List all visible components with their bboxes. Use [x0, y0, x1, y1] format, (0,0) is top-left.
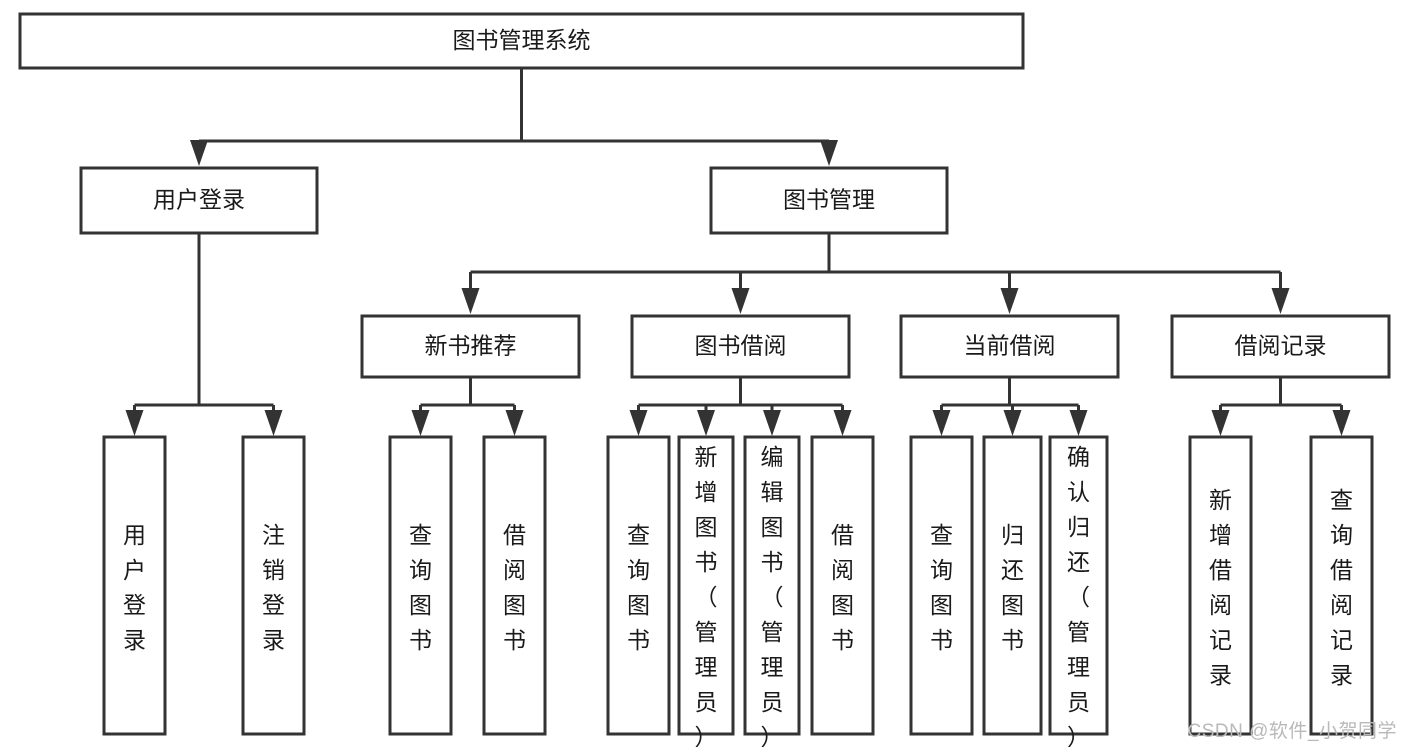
node-leaf-add-book-box — [677, 435, 735, 736]
node-leaf-query-record-label: 查询借阅记录 — [1330, 487, 1353, 688]
node-leaf-return-book-box — [982, 435, 1043, 736]
node-user-login-label: 用户登录 — [153, 187, 245, 213]
node-root-root-box — [18, 12, 1025, 70]
node-leaf-query-book-2-label: 查询图书 — [627, 522, 650, 653]
watermark-text: CSDN @软件_小贺同学 — [1187, 721, 1397, 742]
node-current-borrow[interactable]: 当前借阅 — [899, 314, 1120, 379]
arrow-head-icon — [505, 410, 524, 436]
node-leaf-borrow-book-2[interactable]: 借阅图书 — [810, 435, 875, 736]
arrow-head-icon — [763, 410, 781, 436]
arrow-head-icon — [833, 410, 852, 436]
node-leaf-add-book[interactable]: 新增图书（管理员） — [677, 435, 735, 747]
node-layer: 图书管理系统用户登录图书管理新书推荐图书借阅当前借阅借阅记录用户登录注销登录查询… — [18, 12, 1391, 747]
node-book-manage-box — [709, 166, 949, 235]
arrow-head-icon — [697, 410, 715, 436]
arrow-head-icon — [1211, 410, 1230, 436]
node-new-book-rec-box — [360, 314, 581, 379]
node-root-root[interactable]: 图书管理系统 — [18, 12, 1025, 70]
arrow-head-icon — [1003, 410, 1022, 436]
node-root-root-label: 图书管理系统 — [453, 27, 591, 53]
connector-layer — [125, 68, 1351, 436]
arrow-head-icon — [1271, 288, 1290, 314]
node-leaf-edit-book-box — [743, 435, 801, 736]
node-book-borrow-label: 图书借阅 — [695, 333, 787, 359]
arrow-head-icon — [1069, 410, 1088, 436]
node-leaf-borrow-book-2-label: 借阅图书 — [831, 522, 854, 653]
node-new-book-rec-label: 新书推荐 — [425, 333, 517, 359]
arrow-head-icon — [629, 410, 648, 436]
arrow-head-icon — [411, 410, 430, 436]
node-leaf-borrow-book-2-box — [810, 435, 875, 736]
node-leaf-query-book-1-label: 查询图书 — [409, 522, 432, 653]
node-leaf-borrow-book-1-label: 借阅图书 — [503, 522, 526, 653]
node-current-borrow-label: 当前借阅 — [964, 333, 1056, 359]
node-leaf-query-book-2[interactable]: 查询图书 — [606, 435, 671, 736]
node-leaf-query-book-2-box — [606, 435, 671, 736]
node-user-login-box — [79, 166, 319, 235]
node-leaf-return-book[interactable]: 归还图书 — [982, 435, 1043, 736]
arrow-head-icon — [731, 288, 750, 314]
arrow-head-icon — [461, 288, 480, 314]
node-current-borrow-box — [899, 314, 1120, 379]
node-book-manage-label: 图书管理 — [783, 187, 875, 213]
node-leaf-logout-box — [241, 435, 306, 736]
node-leaf-query-book-1-box — [388, 435, 453, 736]
node-leaf-query-book-3[interactable]: 查询图书 — [909, 435, 974, 736]
node-leaf-borrow-book-1[interactable]: 借阅图书 — [482, 435, 547, 736]
node-leaf-edit-book[interactable]: 编辑图书（管理员） — [743, 435, 801, 747]
node-book-borrow[interactable]: 图书借阅 — [630, 314, 851, 379]
node-leaf-query-record[interactable]: 查询借阅记录 — [1309, 435, 1374, 736]
arrow-head-icon — [932, 410, 951, 436]
node-leaf-add-record[interactable]: 新增借阅记录 — [1188, 435, 1253, 736]
node-leaf-add-record-box — [1188, 435, 1253, 736]
node-leaf-logout-label: 注销登录 — [262, 522, 285, 653]
node-borrow-record-box — [1170, 314, 1391, 379]
node-leaf-user-login-box — [102, 435, 167, 736]
node-leaf-user-login-label: 用户登录 — [123, 522, 146, 653]
node-new-book-rec[interactable]: 新书推荐 — [360, 314, 581, 379]
node-leaf-query-book-3-box — [909, 435, 974, 736]
node-leaf-query-book-3-label: 查询图书 — [930, 522, 953, 653]
node-leaf-query-book-1[interactable]: 查询图书 — [388, 435, 453, 736]
node-leaf-query-record-box — [1309, 435, 1374, 736]
node-leaf-user-login[interactable]: 用户登录 — [102, 435, 167, 736]
node-leaf-logout[interactable]: 注销登录 — [241, 435, 306, 736]
node-leaf-borrow-book-1-box — [482, 435, 547, 736]
node-book-manage[interactable]: 图书管理 — [709, 166, 949, 235]
node-leaf-edit-book-label: 编辑图书（管理员） — [761, 444, 784, 747]
arrow-head-icon — [125, 410, 144, 436]
arrow-head-icon — [1332, 410, 1351, 436]
arrow-head-icon — [1000, 288, 1019, 314]
node-leaf-add-book-label: 新增图书（管理员） — [695, 444, 718, 747]
node-leaf-confirm-return-box — [1048, 435, 1109, 736]
node-book-borrow-box — [630, 314, 851, 379]
node-borrow-record-label: 借阅记录 — [1235, 333, 1327, 359]
node-leaf-confirm-return[interactable]: 确认归还（管理员） — [1048, 435, 1109, 747]
arrow-head-icon — [820, 140, 838, 166]
node-leaf-confirm-return-label: 确认归还（管理员） — [1067, 444, 1090, 747]
node-user-login[interactable]: 用户登录 — [79, 166, 319, 235]
node-leaf-add-record-label: 新增借阅记录 — [1209, 487, 1232, 688]
arrow-head-icon — [190, 140, 208, 166]
arrow-head-icon — [264, 410, 283, 436]
node-borrow-record[interactable]: 借阅记录 — [1170, 314, 1391, 379]
node-leaf-return-book-label: 归还图书 — [1001, 522, 1024, 653]
